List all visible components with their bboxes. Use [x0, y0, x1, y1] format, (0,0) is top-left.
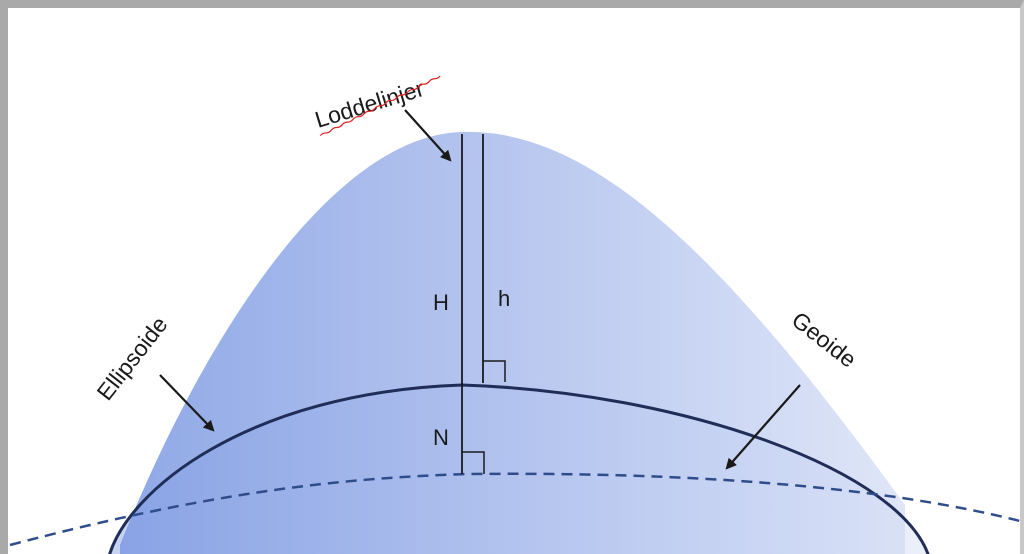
- arrow-plumb-lines: [404, 109, 452, 162]
- label-plumb-lines: Loddelinjer: [312, 75, 428, 133]
- label-geoid-undulation: N: [433, 425, 449, 450]
- label-orthometric-height: H: [433, 290, 449, 315]
- label-geoid: Geoide: [787, 306, 861, 372]
- arrow-geoid: [725, 384, 801, 470]
- arrow-ellipsoid: [159, 374, 215, 432]
- right-angle-geoid: [462, 451, 485, 474]
- right-angle-ellipsoid: [483, 360, 506, 382]
- geoid-dashed-line: [9, 472, 1020, 547]
- spellcheck-underline: [319, 75, 441, 137]
- label-ellipsoid: Ellipsoide: [91, 311, 172, 405]
- label-ellipsoidal-height: h: [498, 286, 510, 311]
